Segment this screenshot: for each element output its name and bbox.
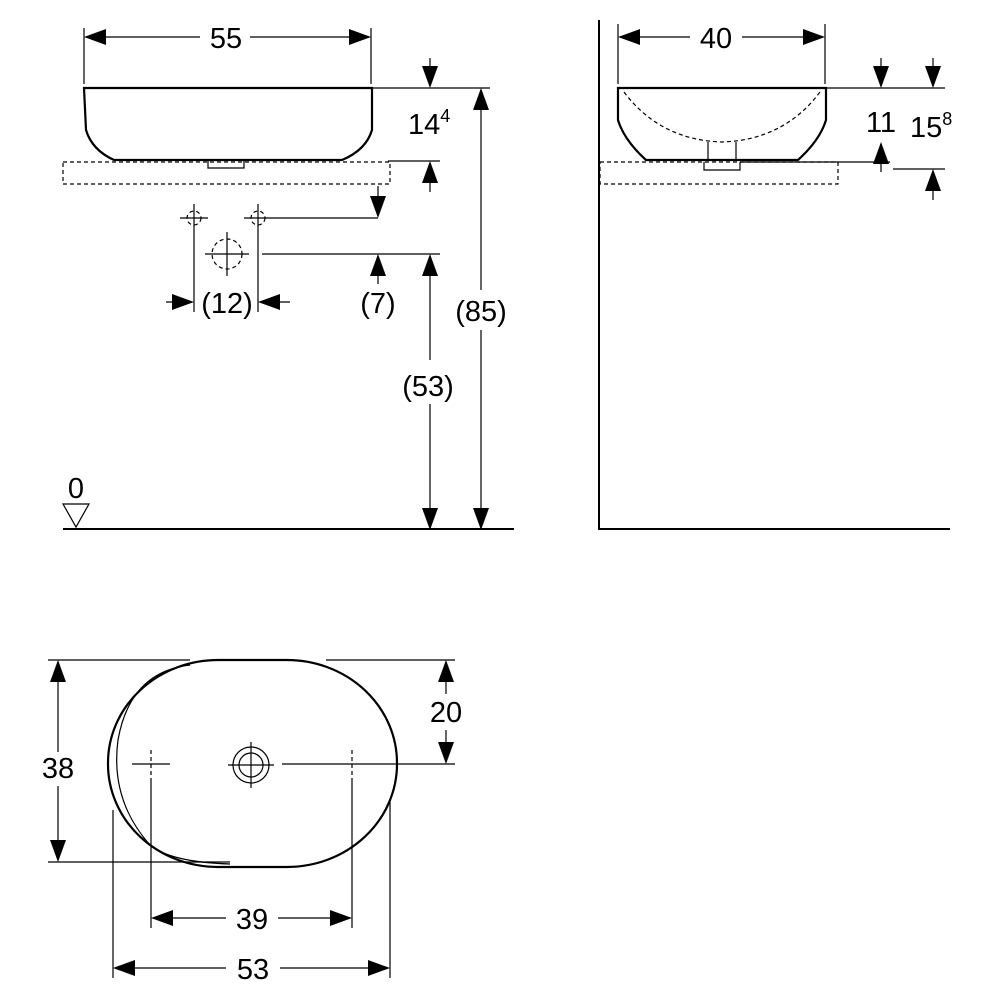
top-tap-spacing-label: 39 (236, 904, 268, 936)
front-view: 55 144 ( (61, 23, 514, 530)
side-depth-label: 40 (700, 23, 732, 55)
top-depth-label: 38 (42, 753, 74, 785)
floor-level-label: 0 (68, 473, 84, 505)
side-bowl-inner (623, 91, 821, 143)
top-tap-left-symbol (132, 750, 170, 778)
front-width-label: 55 (210, 23, 242, 55)
side-basin-outline (616, 86, 828, 162)
side-bowl-depth-label: 11 (866, 107, 896, 139)
top-view: 38 20 39 53 (42, 658, 462, 986)
side-total-depth-label: 158 (910, 109, 952, 144)
front-total-height-label: (85) (455, 296, 507, 328)
floor-level-symbol (61, 503, 91, 529)
side-view: 40 11 158 (598, 20, 952, 530)
front-waste-height-label: (53) (402, 371, 454, 403)
front-tap-spacing-label: (12) (201, 288, 253, 320)
side-waste-outlet (703, 142, 741, 171)
front-rim-height-label: 144 (408, 106, 450, 141)
front-basin-outline (82, 86, 374, 162)
front-waste-outlet (207, 160, 245, 169)
front-waste-offset-label: (7) (360, 288, 395, 320)
top-width-label: 53 (237, 954, 269, 986)
side-countertop (599, 161, 839, 185)
tap-hole-left-symbol (180, 204, 208, 232)
waste-pipe-symbol (205, 232, 249, 276)
top-basin-inner-edge (116, 664, 231, 865)
tap-hole-right-symbol (244, 204, 272, 232)
top-waste-offset-label: 20 (430, 697, 462, 729)
front-countertop (62, 161, 391, 185)
top-waste-drain (228, 742, 274, 788)
